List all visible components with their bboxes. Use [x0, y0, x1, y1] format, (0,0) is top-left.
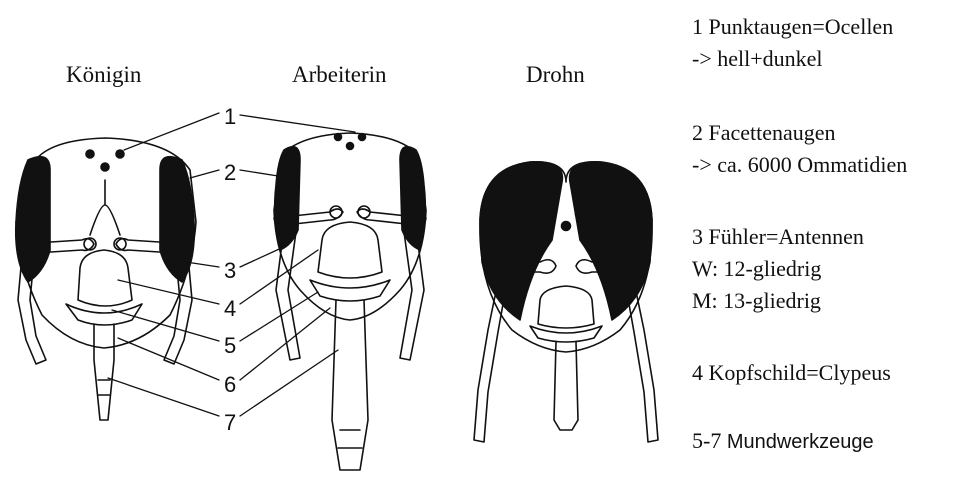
queen-ocellus-center — [101, 163, 109, 171]
legend-item-5-7-number: 5-7 — [692, 428, 721, 453]
queen-ocellus-right — [116, 150, 124, 158]
legend-item-5-7: 5-7 Mundwerkzeuge — [692, 426, 874, 457]
queen-head — [16, 138, 196, 420]
leader-lines — [108, 113, 355, 416]
queen-ocellus-left — [86, 150, 94, 158]
worker-ocellus-right — [359, 134, 366, 141]
legend-item-1-title: 1 Punktaugen=Ocellen — [692, 12, 893, 41]
legend-item-3-male: M: 13-gliedrig — [692, 286, 821, 315]
drone-ocellus-center — [562, 222, 571, 231]
legend-item-3-worker: W: 12-gliedrig — [692, 254, 821, 283]
legend-item-1-note: -> hell+dunkel — [692, 44, 823, 73]
worker-head — [274, 133, 426, 470]
legend-item-3-title: 3 Fühler=Antennen — [692, 222, 864, 251]
legend-item-2-note: -> ca. 6000 Ommatidien — [692, 150, 957, 179]
drone-ocellus-right — [576, 210, 585, 219]
legend-item-4-title: 4 Kopfschild=Clypeus — [692, 358, 891, 387]
drone-head — [474, 162, 658, 442]
worker-ocellus-center — [347, 143, 354, 150]
drone-ocellus-left — [546, 210, 555, 219]
legend-item-5-7-text: Mundwerkzeuge — [727, 431, 874, 453]
worker-ocellus-left — [335, 134, 342, 141]
legend-item-2-title: 2 Facettenaugen — [692, 118, 836, 147]
